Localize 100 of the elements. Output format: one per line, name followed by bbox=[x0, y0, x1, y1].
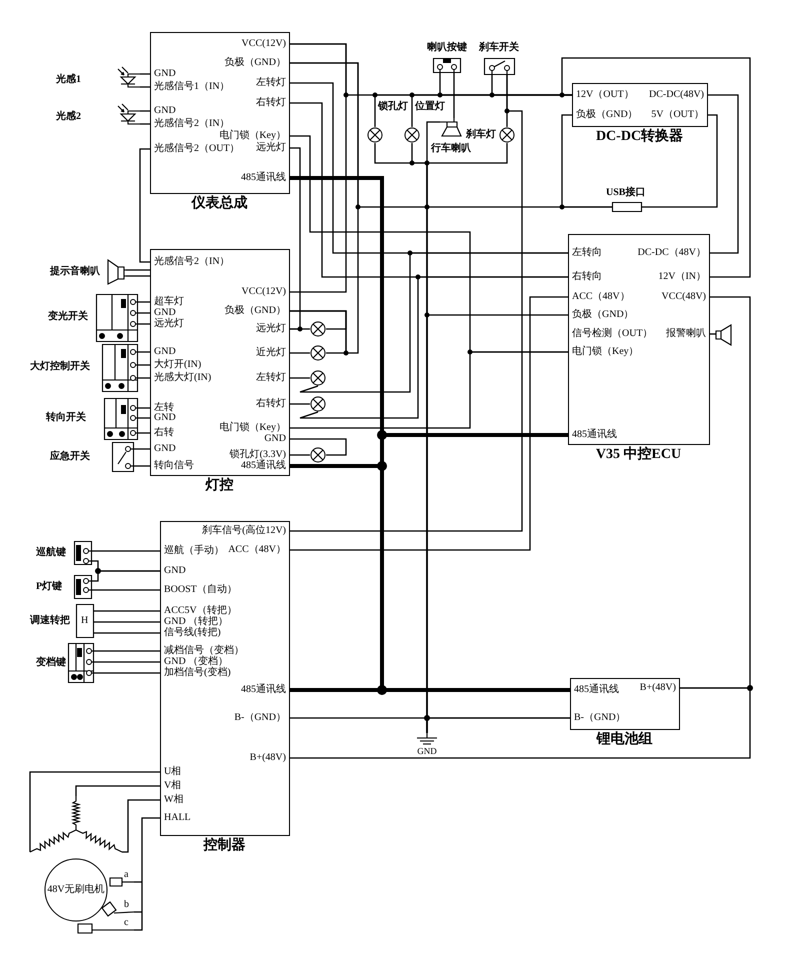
component-label: 调速转把 bbox=[30, 615, 70, 627]
pin-label: 5V（OUT） bbox=[651, 108, 704, 120]
component-label: 光感1 bbox=[56, 74, 81, 86]
wire bbox=[290, 352, 310, 354]
wire bbox=[137, 407, 151, 434]
pin-label: 12V（IN） bbox=[658, 270, 706, 282]
wire bbox=[290, 351, 568, 429]
pin-label: B-（GND） bbox=[574, 712, 626, 724]
pin-label: 左转 bbox=[154, 402, 174, 413]
component-label: 刹车灯 bbox=[466, 129, 496, 141]
pin-label: GND bbox=[264, 432, 286, 444]
component-label: 巡航键 bbox=[36, 547, 66, 559]
pin-label: 刹车信号(高位12V) bbox=[202, 524, 286, 536]
pin-label: DC-DC(48V) bbox=[649, 88, 704, 100]
pin-label: B+(48V) bbox=[640, 682, 676, 694]
pin-label: 左转灯 bbox=[256, 372, 286, 384]
pin-label: ACC（48V） bbox=[228, 544, 286, 556]
pin-label: 远光灯 bbox=[256, 142, 286, 154]
pin-label: 右转灯 bbox=[256, 96, 286, 108]
wire bbox=[290, 438, 347, 456]
component-label: 行车喇叭 bbox=[431, 143, 471, 155]
pin-label: 485通讯线 bbox=[241, 460, 286, 472]
wire bbox=[137, 351, 151, 379]
pin-label: 右转向 bbox=[572, 270, 602, 282]
pin-label: GND bbox=[164, 564, 186, 576]
pin-label: U相 bbox=[164, 766, 182, 778]
component-label: 转向开关 bbox=[46, 412, 86, 424]
pin-label: VCC(12V) bbox=[242, 38, 286, 50]
component-label: P灯键 bbox=[36, 581, 62, 593]
wire bbox=[561, 57, 751, 278]
component-label: 喇叭按键 bbox=[427, 42, 467, 54]
pin-label: 电门锁（Key） bbox=[219, 422, 286, 434]
lamp-icon bbox=[310, 345, 326, 361]
wire bbox=[122, 799, 160, 853]
pin-label: 信号线(转把) bbox=[164, 626, 221, 638]
wire bbox=[133, 817, 161, 931]
wire bbox=[139, 148, 150, 263]
component-label: 光感2 bbox=[56, 111, 81, 123]
pin-label: 光感大灯(IN) bbox=[154, 372, 212, 384]
pin-label: 近光灯 bbox=[256, 346, 286, 358]
component-label: 提示音喇叭 bbox=[50, 266, 100, 278]
lamp-icon bbox=[310, 370, 326, 386]
signal-label: c bbox=[124, 917, 128, 928]
lamp-icon bbox=[310, 447, 326, 463]
pin-label: GND bbox=[154, 306, 176, 318]
module-title: V35 中控ECU bbox=[596, 447, 682, 463]
wire bbox=[75, 785, 160, 796]
lamp-icon bbox=[310, 396, 326, 412]
wire bbox=[299, 252, 568, 393]
pin-label: 485通讯线 bbox=[241, 172, 286, 184]
wire bbox=[93, 650, 161, 674]
module-title: 仪表总成 bbox=[192, 196, 248, 212]
module-title: 锂电池组 bbox=[596, 732, 652, 748]
pin-label: B+(48V) bbox=[250, 752, 286, 764]
pin-label: 右转灯 bbox=[256, 398, 286, 410]
pin-label: 负极（GND） bbox=[572, 308, 634, 320]
component-label: USB接口 bbox=[606, 187, 646, 199]
pin-label: 负极（GND） bbox=[224, 56, 286, 68]
component-label: 位置灯 bbox=[415, 101, 445, 113]
wire bbox=[92, 589, 160, 591]
pin-label: GND （转把） bbox=[164, 616, 228, 626]
pin-label: 电门锁（Key） bbox=[572, 346, 639, 358]
wire bbox=[139, 110, 151, 125]
wire bbox=[453, 73, 455, 118]
wire bbox=[642, 114, 718, 208]
motor-label: 48V无刷电机 bbox=[47, 884, 105, 896]
pin-label: 电门锁（Key） bbox=[219, 130, 286, 140]
wire bbox=[290, 310, 347, 354]
pin-label: ACC5V（转把） bbox=[164, 604, 237, 616]
wire bbox=[290, 377, 310, 379]
pin-label: 大灯开(IN) bbox=[154, 358, 202, 370]
component-label: 变光开关 bbox=[48, 311, 88, 323]
pin-label: 光感信号2（OUT） bbox=[154, 142, 240, 154]
wire bbox=[290, 454, 310, 456]
pin-label: GND （变档） bbox=[164, 656, 228, 666]
ground-label: GND bbox=[416, 746, 438, 757]
signal-label: b bbox=[124, 899, 129, 910]
pin-label: 减档信号（变档） bbox=[164, 644, 244, 656]
component-label: 锁孔灯 bbox=[378, 101, 408, 113]
component-label: 大灯控制开关 bbox=[30, 361, 90, 373]
module-title: 控制器 bbox=[204, 838, 246, 854]
speaker-icon bbox=[716, 324, 732, 346]
pin-label: 转向信号 bbox=[154, 460, 194, 472]
lamp-icon bbox=[310, 321, 326, 337]
pin-label: B-（GND） bbox=[234, 712, 286, 724]
pin-label: 负极（GND） bbox=[224, 304, 286, 316]
wire bbox=[290, 328, 310, 330]
pin-label: GND bbox=[154, 104, 176, 116]
wire bbox=[93, 610, 161, 634]
pin-label: W相 bbox=[164, 794, 184, 806]
pin-label: 巡航（手动） bbox=[164, 544, 224, 556]
signal-label: a bbox=[124, 869, 128, 880]
wire bbox=[125, 269, 151, 277]
wire bbox=[426, 717, 570, 733]
pin-label: 信号检测（OUT） bbox=[572, 328, 653, 340]
wire bbox=[137, 301, 151, 325]
wire bbox=[561, 114, 612, 208]
pin-label: 光感信号2（IN） bbox=[154, 118, 230, 130]
wire bbox=[708, 94, 739, 254]
module-title: 灯控 bbox=[206, 478, 234, 494]
